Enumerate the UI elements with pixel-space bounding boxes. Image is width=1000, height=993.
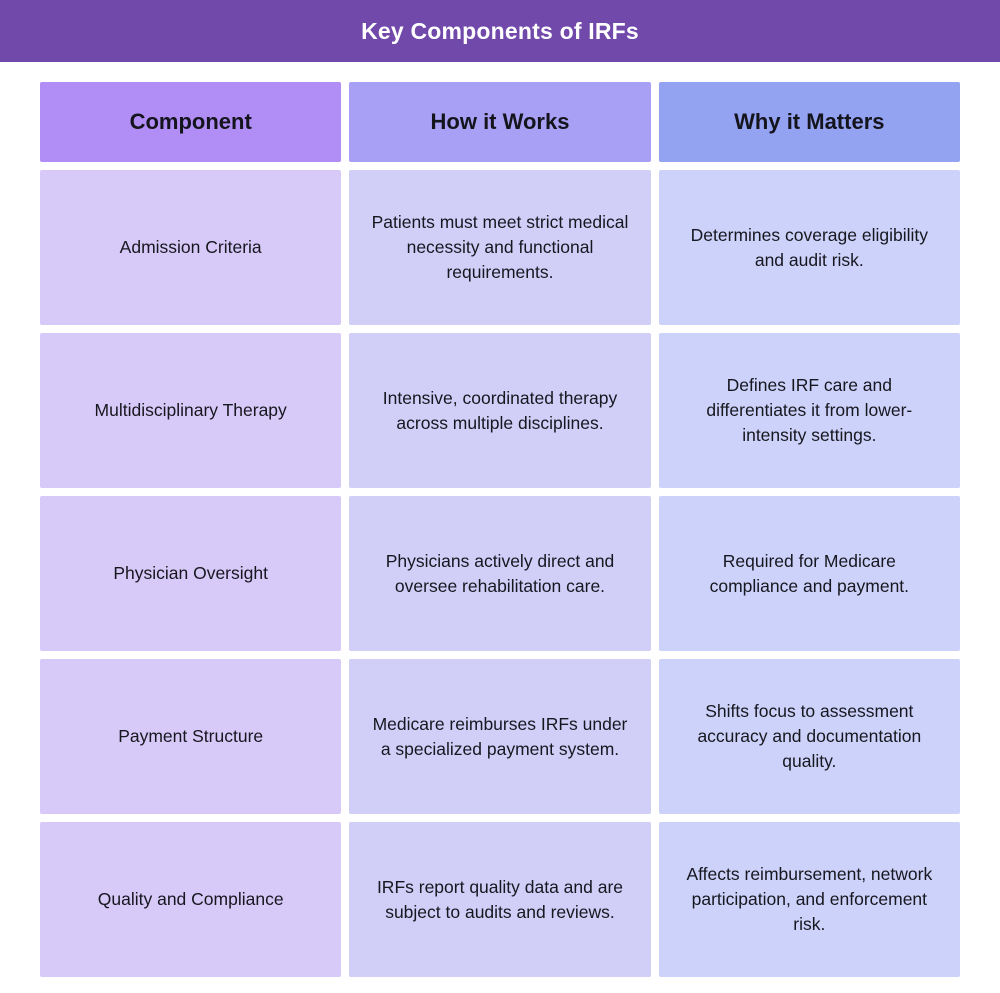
- why-it-matters-cell: Shifts focus to assessment accuracy and …: [658, 659, 960, 814]
- page-title: Key Components of IRFs: [361, 17, 639, 44]
- title-banner: Key Components of IRFs: [0, 0, 1000, 62]
- component-cell: Payment Structure: [40, 659, 342, 814]
- irf-components-table: Component How it Works Why it Matters Ad…: [40, 82, 960, 977]
- component-cell: Multidisciplinary Therapy: [40, 333, 342, 488]
- component-cell: Physician Oversight: [40, 496, 342, 651]
- column-header-how-it-works: How it Works: [349, 82, 651, 162]
- why-it-matters-cell: Defines IRF care and differentiates it f…: [658, 333, 960, 488]
- column-header-why-it-matters: Why it Matters: [658, 82, 960, 162]
- why-it-matters-cell: Required for Medicare compliance and pay…: [658, 496, 960, 651]
- column-header-component: Component: [40, 82, 342, 162]
- how-it-works-cell: IRFs report quality data and are subject…: [349, 822, 651, 977]
- component-cell: Admission Criteria: [40, 170, 342, 325]
- how-it-works-cell: Medicare reimburses IRFs under a special…: [349, 659, 651, 814]
- how-it-works-cell: Patients must meet strict medical necess…: [349, 170, 651, 325]
- component-cell: Quality and Compliance: [40, 822, 342, 977]
- how-it-works-cell: Physicians actively direct and oversee r…: [349, 496, 651, 651]
- why-it-matters-cell: Affects reimbursement, network participa…: [658, 822, 960, 977]
- why-it-matters-cell: Determines coverage eligibility and audi…: [658, 170, 960, 325]
- how-it-works-cell: Intensive, coordinated therapy across mu…: [349, 333, 651, 488]
